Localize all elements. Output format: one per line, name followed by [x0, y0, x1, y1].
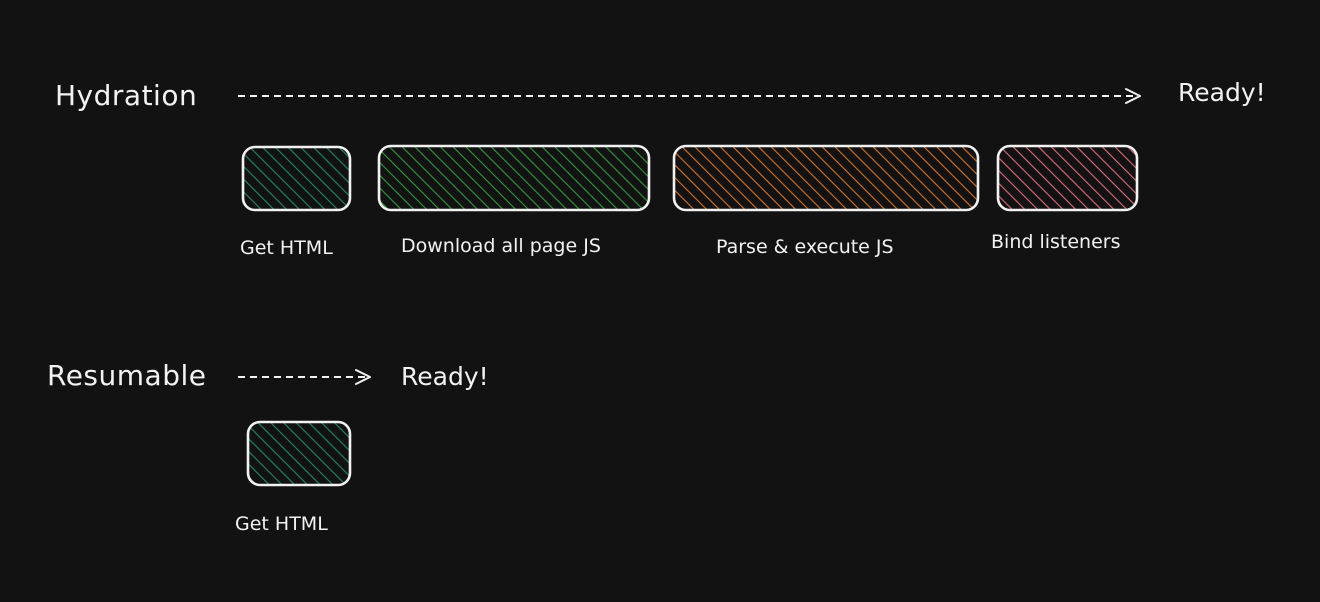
step-label-download-js: Download all page JS — [401, 235, 601, 257]
hydration-label: Hydration — [55, 79, 197, 112]
resumable-timeline-arrow — [238, 369, 371, 385]
step-label-get-html: Get HTML — [240, 237, 333, 259]
step-bind-listeners — [996, 144, 1139, 212]
step-label-parse-execute-js: Parse & execute JS — [716, 236, 894, 258]
hydration-ready-label: Ready! — [1178, 78, 1266, 107]
resumable-label: Resumable — [47, 359, 206, 392]
hydration-timeline-arrow — [238, 88, 1141, 104]
step-download-js — [377, 144, 651, 212]
resumable-row: Resumable Ready! Get HTML — [47, 359, 489, 535]
resumable-ready-label: Ready! — [401, 362, 489, 391]
hydration-row: Hydration Ready! Get HTML Download all p… — [55, 78, 1266, 259]
step-parse-execute-js — [672, 144, 980, 212]
resumable-step-get-html — [246, 420, 352, 487]
resumable-step-label-get-html: Get HTML — [235, 513, 328, 535]
step-label-bind-listeners: Bind listeners — [991, 231, 1121, 253]
step-get-html — [241, 145, 352, 212]
